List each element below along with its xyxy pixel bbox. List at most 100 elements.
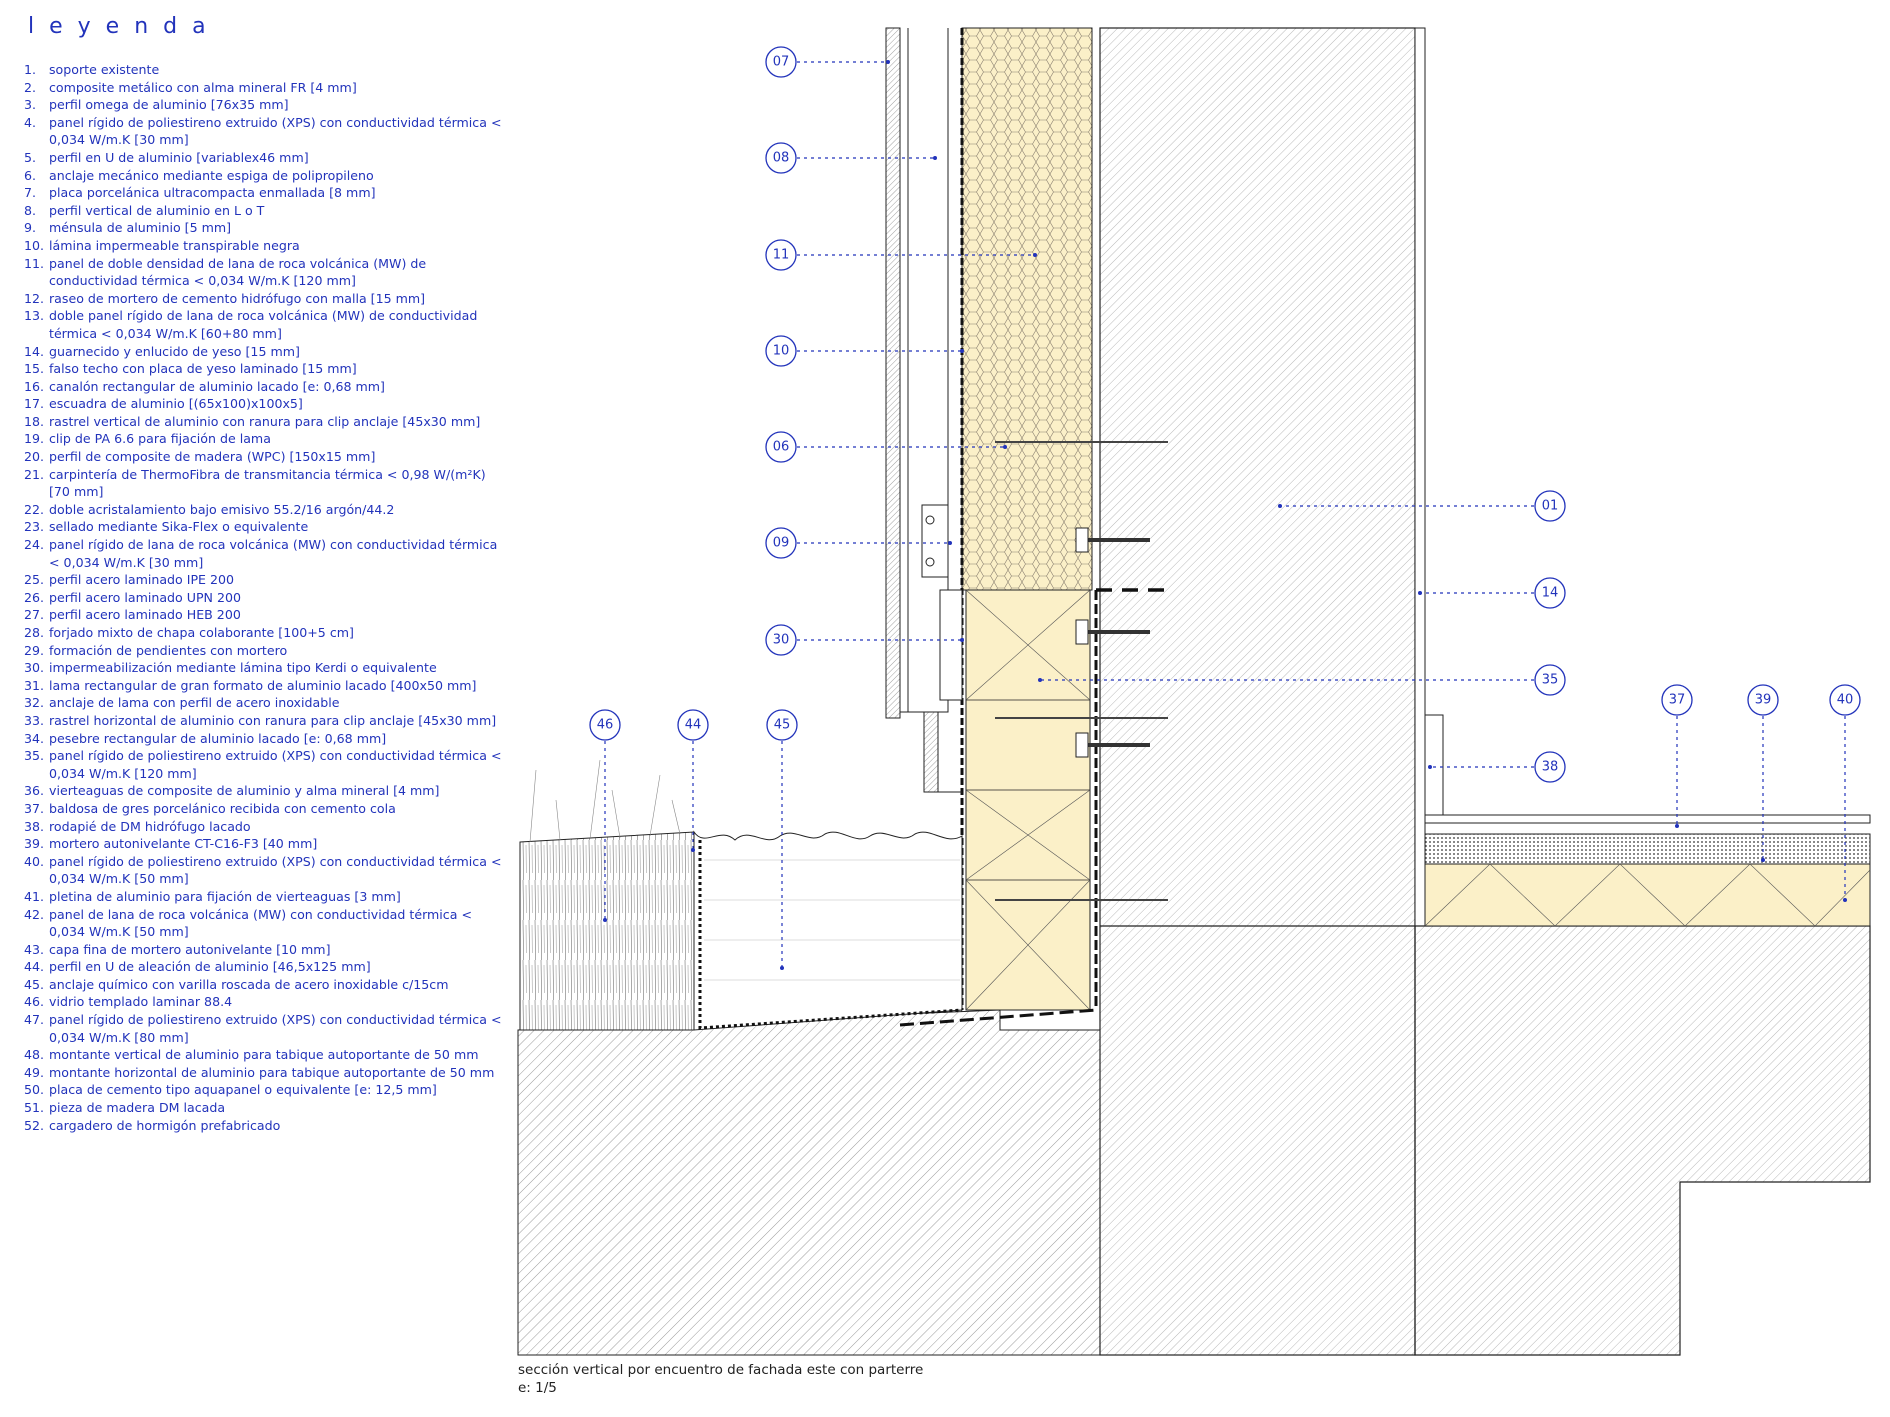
- legend-item-text: panel de lana de roca volcánica (MW) con…: [49, 906, 473, 940]
- legend-item: 35.panel rígido de poliestireno extruido…: [24, 747, 504, 782]
- legend-item: 3.perfil omega de aluminio [76x35 mm]: [24, 96, 504, 114]
- legend-item-number: 34.: [24, 730, 45, 746]
- legend-item: 47.panel rígido de poliestireno extruido…: [24, 1011, 504, 1046]
- legend-item: 31.lama rectangular de gran formato de a…: [24, 677, 504, 695]
- legend-item-number: 39.: [24, 836, 45, 852]
- legend-item-number: 50.: [24, 1082, 45, 1098]
- legend-item-text: canalón rectangular de aluminio lacado […: [49, 378, 385, 394]
- legend-item-number: 7.: [24, 185, 37, 201]
- legend-item-text: panel rígido de poliestireno extruido (X…: [49, 1012, 502, 1045]
- leader-dot: [1278, 504, 1282, 508]
- legend-item-text: raseo de mortero de cemento hidrófugo co…: [49, 290, 426, 306]
- callout-35: 35: [1038, 664, 1566, 696]
- legend-item: 37.baldosa de gres porcelánico recibida …: [24, 800, 504, 818]
- leader-dot: [691, 848, 695, 852]
- legend-item-number: 10.: [24, 237, 45, 253]
- legend-item-text: carpintería de ThermoFibra de transmitan…: [49, 466, 486, 500]
- leader-dot: [933, 156, 937, 160]
- callout-circle: [765, 142, 797, 174]
- legend-item-text: guarnecido y enlucido de yeso [15 mm]: [49, 343, 300, 359]
- legend-item-number: 28.: [24, 625, 45, 640]
- legend-item-text: escuadra de aluminio [(65x100)x100x5]: [49, 396, 303, 412]
- legend-item-number: 33.: [24, 712, 45, 728]
- legend-item-text: lama rectangular de gran formato de alum…: [49, 677, 477, 693]
- callout-circle: [1747, 684, 1779, 716]
- callout-08: 08: [765, 142, 937, 174]
- legend-item: 28.forjado mixto de chapa colaborante [1…: [24, 624, 504, 642]
- callout-07: 07: [765, 46, 890, 78]
- legend-item-number: 11.: [24, 255, 45, 271]
- legend-item-text: doble panel rígido de lana de roca volcá…: [49, 308, 478, 341]
- legend-item-text: anclaje químico con varilla roscada de a…: [49, 976, 449, 992]
- legend-item-number: 45.: [24, 976, 45, 992]
- legend-item-number: 44.: [24, 959, 45, 975]
- legend-item-number: 14.: [24, 343, 45, 359]
- leader-dot: [603, 918, 607, 922]
- legend-item-text: rastrel horizontal de aluminio con ranur…: [49, 712, 497, 728]
- legend-item: 1. soporte existente: [24, 61, 504, 79]
- legend-item-text: soporte existente: [49, 62, 160, 77]
- callout-label: 09: [773, 536, 790, 551]
- legend-item-text: montante horizontal de aluminio para tab…: [49, 1064, 495, 1080]
- legend-item-text: pieza de madera DM lacada: [49, 1100, 226, 1116]
- legend-item-text: montante vertical de aluminio para tabiq…: [49, 1047, 479, 1063]
- callout-circle: [1829, 684, 1861, 716]
- legend-item: 18.rastrel vertical de aluminio con ranu…: [24, 413, 504, 431]
- callout-circle: [765, 46, 797, 78]
- legend-item: 45.anclaje químico con varilla roscada d…: [24, 976, 504, 994]
- interior-floor: [1424, 714, 1871, 927]
- leader-dot: [886, 60, 890, 64]
- legend-item-number: 25.: [24, 572, 45, 588]
- legend-item: 29.formación de pendientes con mortero: [24, 642, 504, 660]
- legend-item-number: 2.: [24, 79, 37, 95]
- legend-item-text: perfil vertical de aluminio en L o T: [49, 202, 265, 218]
- legend-item: 26.perfil acero laminado UPN 200: [24, 589, 504, 607]
- callout-circle: [765, 335, 797, 367]
- callout-label: 07: [773, 55, 790, 70]
- legend-item-number: 3.: [24, 97, 37, 113]
- callout-label: 01: [1542, 499, 1559, 514]
- legend-item: 50.placa de cemento tipo aquapanel o equ…: [24, 1081, 504, 1099]
- drawing-caption: sección vertical por encuentro de fachad…: [518, 1361, 923, 1397]
- callout-circle: [1661, 684, 1693, 716]
- legend-item-number: 49.: [24, 1064, 45, 1080]
- legend-item-text: baldosa de gres porcelánico recibida con…: [49, 800, 396, 816]
- legend-item-text: placa porcelánica ultracompacta enmallad…: [49, 185, 376, 201]
- legend-item-number: 31.: [24, 677, 45, 693]
- legend-item-number: 8.: [24, 202, 37, 218]
- legend-item-text: doble acristalamiento bajo emisivo 55.2/…: [49, 501, 395, 517]
- legend-item: 42.panel de lana de roca volcánica (MW) …: [24, 906, 504, 941]
- callout-label: 44: [685, 718, 702, 733]
- legend-item: 6.anclaje mecánico mediante espiga de po…: [24, 167, 504, 185]
- callout-label: 38: [1542, 760, 1559, 775]
- legend-item-number: 9.: [24, 220, 37, 236]
- parterre: [519, 759, 963, 1031]
- legend-item: 16.canalón rectangular de aluminio lacad…: [24, 378, 504, 396]
- legend-item-number: 30.: [24, 660, 45, 676]
- leader-dot: [1843, 898, 1847, 902]
- legend-item-number: 24.: [24, 537, 45, 553]
- legend-item-number: 1.: [24, 62, 37, 77]
- legend-item-text: capa fina de mortero autonivelante [10 m…: [49, 941, 331, 957]
- legend-item: 46.vidrio templado laminar 88.4: [24, 993, 504, 1011]
- legend-item: 23.sellado mediante Sika-Flex o equivale…: [24, 518, 504, 536]
- caption-title: sección vertical por encuentro de fachad…: [518, 1362, 924, 1378]
- legend-item-number: 41.: [24, 888, 45, 904]
- legend-item-text: mortero autonivelante CT-C16-F3 [40 mm]: [49, 836, 318, 852]
- existing-wall: [1099, 27, 1871, 1356]
- legend-item-number: 27.: [24, 607, 45, 623]
- legend-item: 32.anclaje de lama con perfil de acero i…: [24, 694, 504, 712]
- legend-item-text: placa de cemento tipo aquapanel o equiva…: [49, 1082, 437, 1098]
- legend-item-text: anclaje de lama con perfil de acero inox…: [49, 695, 340, 711]
- callout-06: 06: [765, 431, 1007, 463]
- callout-11: 11: [765, 239, 1037, 271]
- legend-item: 12.raseo de mortero de cemento hidrófugo…: [24, 290, 504, 308]
- legend-item-text: impermeabilización mediante lámina tipo …: [49, 660, 437, 676]
- legend-item-number: 38.: [24, 818, 45, 834]
- callout-label: 37: [1669, 693, 1686, 708]
- legend-item-text: formación de pendientes con mortero: [49, 642, 288, 658]
- legend-item: 21.carpintería de ThermoFibra de transmi…: [24, 466, 504, 501]
- waterproof-membrane: [899, 28, 1170, 1027]
- leader-dot: [1418, 591, 1422, 595]
- callout-40: 40: [1829, 684, 1861, 902]
